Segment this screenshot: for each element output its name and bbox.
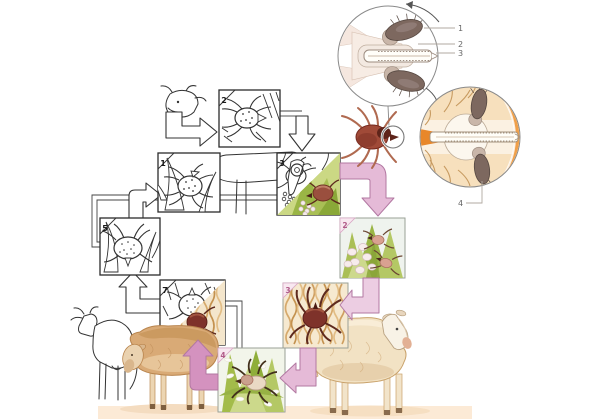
stage-box-3-colour-half xyxy=(277,153,340,215)
stage-number: 5 xyxy=(102,224,108,233)
line-arrows xyxy=(118,111,316,314)
stage-box-1: 1 xyxy=(157,152,221,213)
palp-lower xyxy=(383,66,428,98)
stage-box-2: 2 xyxy=(218,89,281,148)
inset-leader-lines xyxy=(418,27,483,204)
stage-box-5: 5 xyxy=(99,217,161,276)
sheep-right-head xyxy=(381,309,412,351)
tick-on-leaves xyxy=(231,358,278,405)
stage-number: 4 xyxy=(220,351,225,360)
inset-label-2: 2 xyxy=(458,40,463,49)
arrow-vegetation-to-box7 xyxy=(182,339,219,391)
arrow-box7-to-box5 xyxy=(118,271,161,314)
stage-number: 3 xyxy=(279,159,285,168)
stage-box-eggs: 2 xyxy=(339,217,406,279)
arrow-box2-to-box3 xyxy=(288,115,316,152)
inset-feeding-section-circle xyxy=(419,86,521,188)
arrow-box5-to-box1 xyxy=(128,182,162,219)
stage-box-3: 3 xyxy=(276,152,341,216)
sheep-left xyxy=(120,325,224,414)
tick-larva xyxy=(370,249,403,276)
stage-box-vegetation: 4 xyxy=(217,347,286,413)
palp-upper xyxy=(382,13,425,46)
magnifier-circle xyxy=(381,125,405,149)
inset-label-1: 1 xyxy=(458,24,463,33)
arrow-wool-to-vegetation xyxy=(279,347,317,394)
stage-number: 2 xyxy=(342,221,347,230)
arrow-box3-to-eggs xyxy=(339,162,395,217)
inset-label-4: 4 xyxy=(458,199,463,208)
ram-sketch-head xyxy=(287,159,312,196)
cow-sketch-head xyxy=(160,85,207,118)
pink-arrows xyxy=(182,162,395,394)
tick-larva xyxy=(362,228,395,250)
stage-number: 1 xyxy=(160,159,166,168)
egg-cluster xyxy=(343,243,377,274)
inset-label-3: 3 xyxy=(458,49,463,58)
stage-number: 3 xyxy=(285,286,290,295)
tick-adult-wool xyxy=(289,286,342,345)
tick-illustration xyxy=(341,105,406,169)
stage-box-wool: 3 xyxy=(282,282,349,349)
inset-mouthparts-circle xyxy=(337,1,440,114)
stage-number: 7 xyxy=(162,286,168,295)
stage-number: 2 xyxy=(221,96,227,105)
palp-upper xyxy=(468,87,490,126)
sheep-left-head xyxy=(122,343,146,373)
arrow-cow-to-box2 xyxy=(165,111,218,147)
arrow-eggs-to-wool xyxy=(339,277,380,321)
